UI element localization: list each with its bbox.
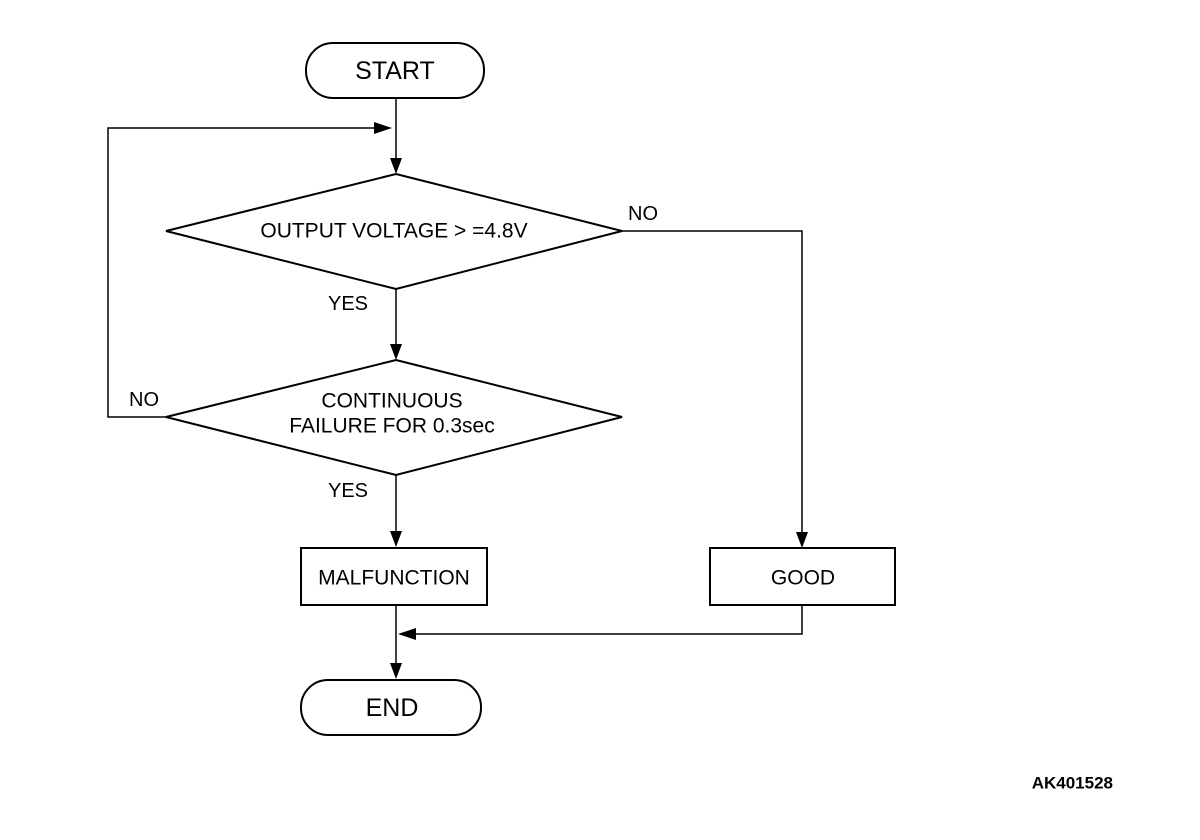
- branch-voltage-no: NO: [628, 203, 658, 225]
- decision-failure-label-line1: CONTINUOUS: [321, 390, 462, 413]
- decision-continuous-failure: CONTINUOUS FAILURE FOR 0.3sec: [165, 358, 623, 477]
- arrowhead-loop-return: [374, 122, 392, 134]
- arrowhead-merge: [398, 628, 416, 640]
- decision-failure-label-line2: FAILURE FOR 0.3sec: [289, 415, 494, 438]
- good-process: GOOD: [709, 547, 896, 606]
- connector-voltage-no: [622, 230, 803, 534]
- end-label: END: [366, 694, 419, 722]
- figure-id: AK401528: [1032, 774, 1113, 793]
- end-shape: [300, 679, 482, 736]
- arrowhead-good-top: [796, 532, 808, 548]
- end-terminal: END: [300, 679, 482, 736]
- start-shape: [305, 42, 485, 99]
- arrowhead-end-top: [390, 663, 402, 679]
- decision-voltage-shape: [165, 172, 623, 291]
- connector-failure-no-loop: [107, 127, 376, 418]
- start-label: START: [355, 57, 435, 85]
- arrowhead-failure-top: [390, 344, 402, 360]
- arrowhead-voltage-top: [390, 158, 402, 174]
- branch-failure-yes: YES: [328, 480, 368, 502]
- decision-output-voltage: OUTPUT VOLTAGE > =4.8V: [165, 172, 623, 291]
- start-terminal: START: [305, 42, 485, 99]
- decision-failure-shape: [165, 358, 623, 477]
- branch-failure-no: NO: [129, 389, 159, 411]
- arrowhead-malfunction-top: [390, 531, 402, 547]
- good-shape: [709, 547, 896, 606]
- connector-good-to-merge: [414, 606, 803, 635]
- malfunction-label: MALFUNCTION: [318, 567, 470, 590]
- branch-voltage-yes: YES: [328, 293, 368, 315]
- decision-voltage-label: OUTPUT VOLTAGE > =4.8V: [260, 220, 527, 243]
- malfunction-shape: [300, 547, 488, 606]
- good-label: GOOD: [771, 567, 835, 590]
- malfunction-process: MALFUNCTION: [300, 547, 488, 606]
